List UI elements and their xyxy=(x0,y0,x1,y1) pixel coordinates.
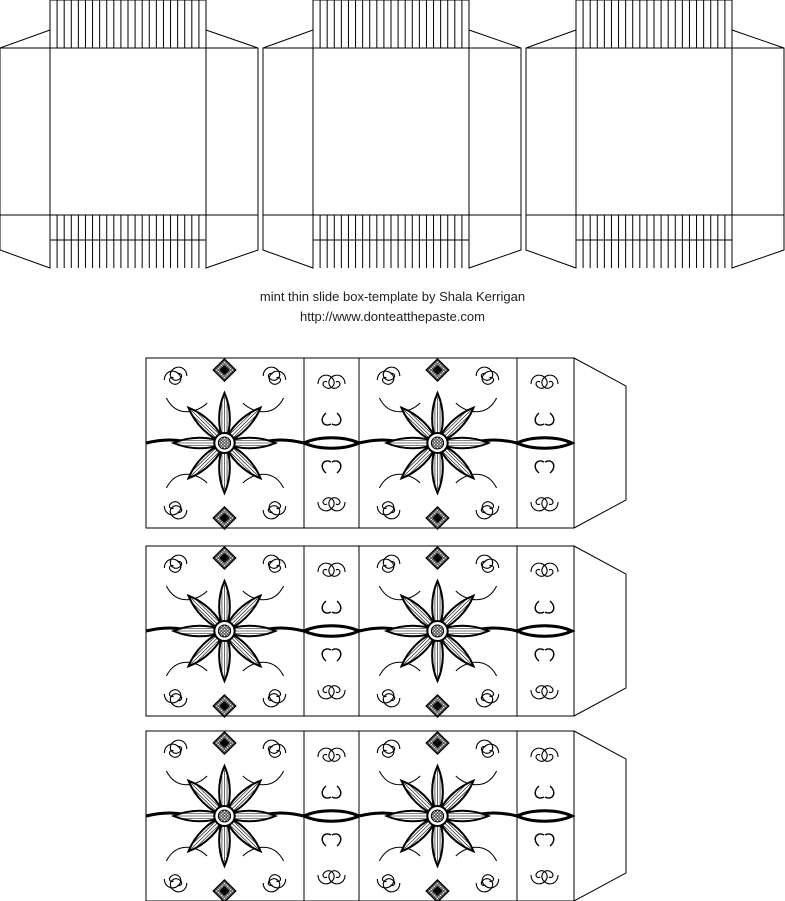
scroll-pattern xyxy=(304,357,359,529)
flower-scroll-pattern xyxy=(146,731,304,901)
scroll-pattern xyxy=(517,357,575,529)
flower-scroll-pattern xyxy=(359,731,517,901)
credit-url: http://www.donteatthepaste.com xyxy=(300,309,485,324)
scroll-pattern xyxy=(517,545,575,717)
scroll-pattern xyxy=(517,730,575,901)
flower-scroll-pattern xyxy=(146,546,304,717)
tray-2 xyxy=(262,0,522,269)
tray-3 xyxy=(525,0,785,269)
tray-1 xyxy=(0,0,259,269)
flower-scroll-pattern xyxy=(359,358,517,529)
flower-scroll-pattern xyxy=(146,358,304,529)
sleeve-1 xyxy=(146,357,627,529)
flower-scroll-pattern xyxy=(359,546,517,717)
sleeve-2 xyxy=(146,545,627,717)
credit-title: mint thin slide box-template by Shala Ke… xyxy=(259,289,526,304)
scroll-pattern xyxy=(304,545,359,717)
sleeve-3 xyxy=(146,730,627,901)
scroll-pattern xyxy=(304,730,359,901)
